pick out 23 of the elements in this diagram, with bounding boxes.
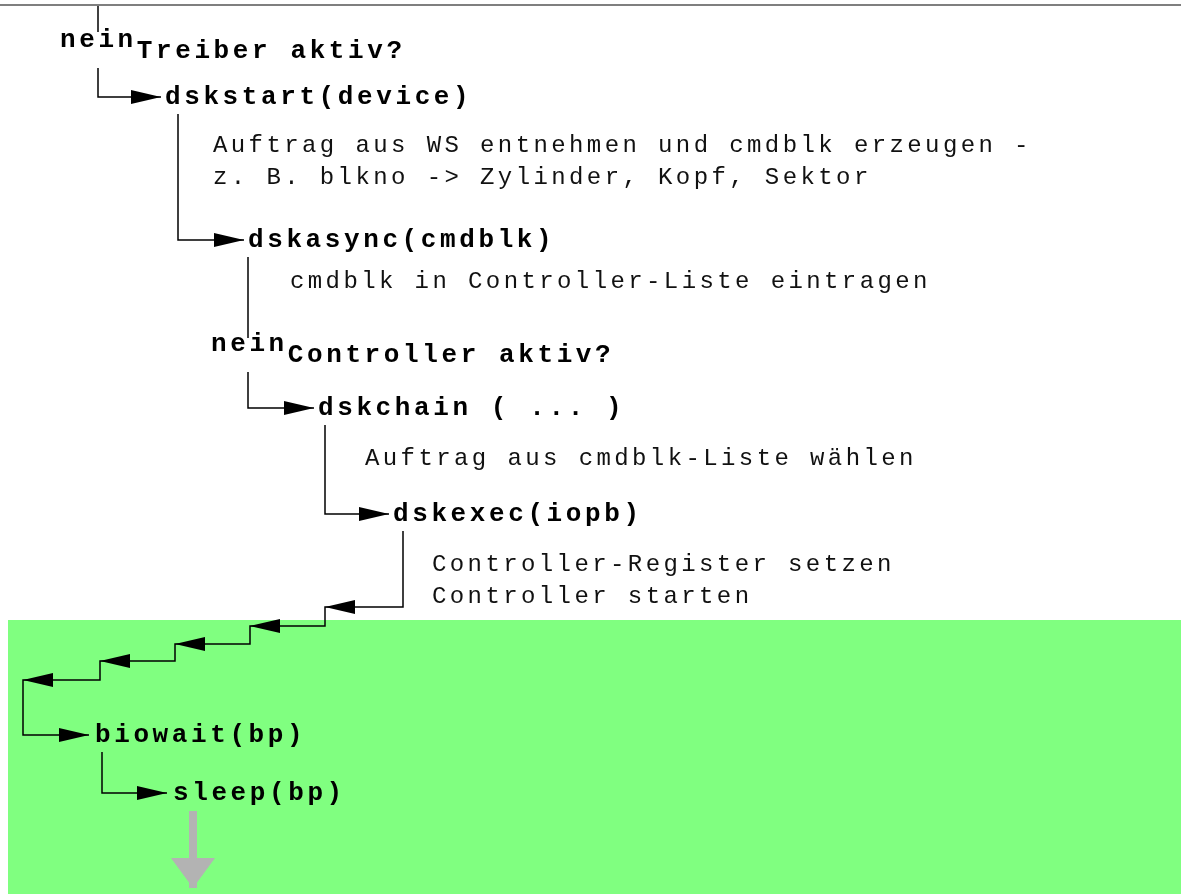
step-description: Auftrag aus WS entnehmen und cmdblk erzeugen - z. B. blkno -> Zylinder, Kopf, Sektor (213, 131, 1033, 193)
highlight-band (8, 620, 1181, 894)
function-label: dskasync(cmdblk) (248, 225, 556, 255)
arrow (97, 67, 162, 104)
arrow (177, 113, 245, 247)
function-label: sleep(bp) (173, 778, 346, 808)
function-label: biowait(bp) (95, 720, 307, 750)
step-description: Auftrag aus cmdblk-Liste wählen (365, 444, 918, 474)
function-label: Controller aktiv? (287, 340, 615, 370)
function-label: dskstart(device) (165, 82, 473, 112)
step-description: cmdblk in Controller-Liste eintragen (290, 267, 932, 297)
branch-label: nein (60, 26, 137, 54)
connector-line (247, 256, 249, 339)
connector-line (97, 5, 99, 33)
step-description: Controller-Register setzen Controller starten (432, 550, 896, 612)
branch-label: nein (211, 330, 288, 358)
arrow (324, 424, 390, 521)
function-label: dskexec(iopb) (393, 499, 643, 529)
arrow (101, 751, 168, 800)
arrow (247, 371, 315, 415)
function-label: dskchain ( ... ) (318, 393, 626, 423)
stepped-arrow (22, 530, 404, 742)
function-label: Treiber aktiv? (136, 36, 406, 66)
